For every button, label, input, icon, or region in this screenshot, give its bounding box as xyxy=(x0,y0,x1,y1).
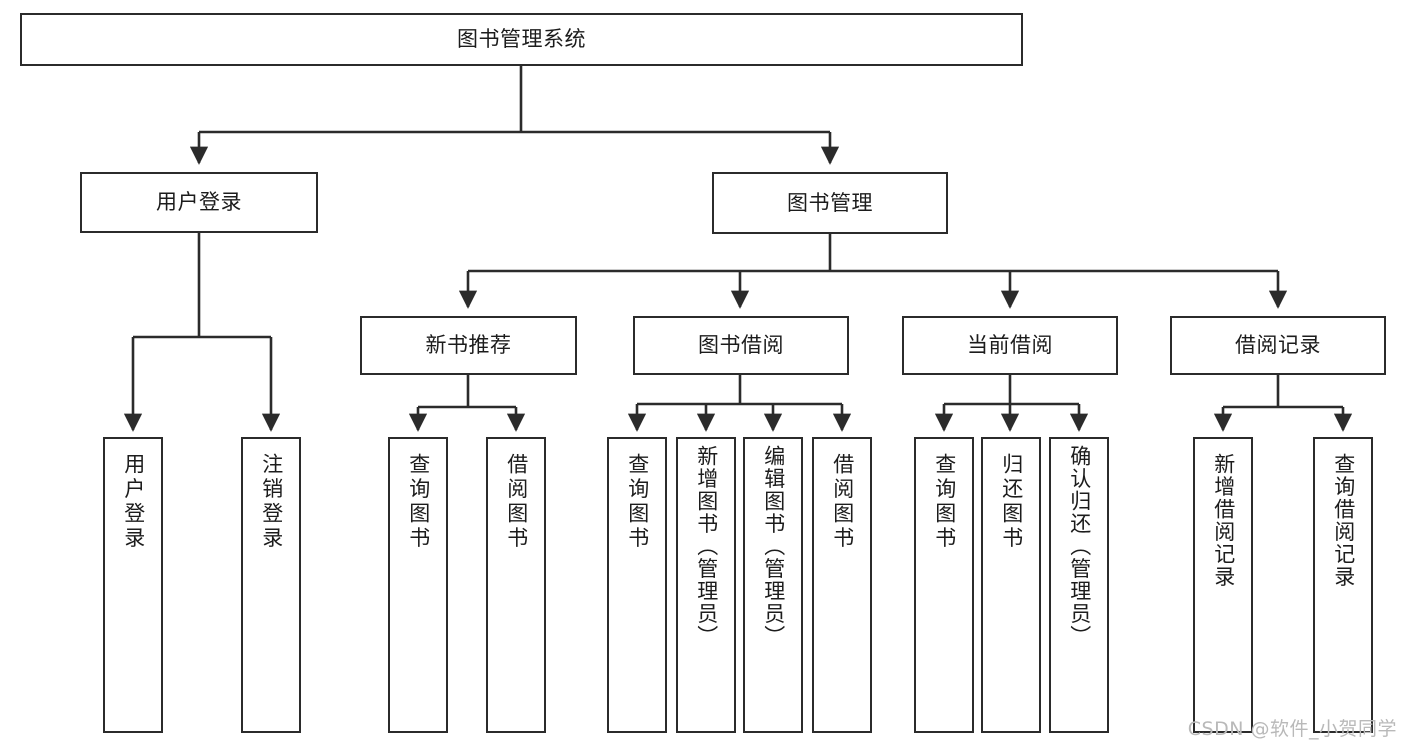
node-leaf-user-login[interactable]: 用户登录 xyxy=(103,437,163,733)
node-leaf-query-book-3-label: 查询图书 xyxy=(932,453,957,551)
node-leaf-logout-label: 注销登录 xyxy=(259,453,284,551)
node-leaf-user-login-label: 用户登录 xyxy=(121,453,146,551)
node-leaf-query-record[interactable]: 查询借阅记录 xyxy=(1313,437,1373,733)
node-leaf-return-book-label: 归还图书 xyxy=(999,453,1024,551)
node-leaf-borrow-book-2-label: 借阅图书 xyxy=(830,453,855,551)
node-root[interactable]: 图书管理系统 xyxy=(20,13,1023,66)
node-book-management[interactable]: 图书管理 xyxy=(712,172,948,234)
node-current-borrow-label: 当前借阅 xyxy=(967,333,1053,358)
node-borrow-record[interactable]: 借阅记录 xyxy=(1170,316,1386,375)
node-leaf-query-record-label: 查询借阅记录 xyxy=(1331,453,1356,588)
node-current-borrow[interactable]: 当前借阅 xyxy=(902,316,1118,375)
node-leaf-edit-book-label: 编辑图书（管理员） xyxy=(761,445,786,648)
node-borrow-record-label: 借阅记录 xyxy=(1235,333,1321,358)
node-leaf-confirm-return-label: 确认归还（管理员） xyxy=(1067,445,1092,648)
node-user-login-label: 用户登录 xyxy=(156,190,242,215)
node-new-book-recommend[interactable]: 新书推荐 xyxy=(360,316,577,375)
node-leaf-edit-book[interactable]: 编辑图书（管理员） xyxy=(743,437,803,733)
node-leaf-borrow-book-2[interactable]: 借阅图书 xyxy=(812,437,872,733)
node-leaf-confirm-return[interactable]: 确认归还（管理员） xyxy=(1049,437,1109,733)
node-leaf-logout[interactable]: 注销登录 xyxy=(241,437,301,733)
node-book-management-label: 图书管理 xyxy=(787,190,873,215)
node-root-label: 图书管理系统 xyxy=(457,27,586,52)
node-leaf-query-book-2-label: 查询图书 xyxy=(625,453,650,551)
node-book-borrow[interactable]: 图书借阅 xyxy=(633,316,849,375)
node-leaf-query-book-3[interactable]: 查询图书 xyxy=(914,437,974,733)
node-new-book-recommend-label: 新书推荐 xyxy=(425,333,512,358)
node-leaf-add-record-label: 新增借阅记录 xyxy=(1211,453,1236,588)
node-leaf-borrow-book-1-label: 借阅图书 xyxy=(504,453,529,551)
node-leaf-query-book-1-label: 查询图书 xyxy=(406,453,431,551)
node-leaf-add-book-label: 新增图书（管理员） xyxy=(694,445,719,648)
node-leaf-borrow-book-1[interactable]: 借阅图书 xyxy=(486,437,546,733)
node-user-login[interactable]: 用户登录 xyxy=(80,172,318,233)
node-leaf-add-book[interactable]: 新增图书（管理员） xyxy=(676,437,736,733)
node-leaf-add-record[interactable]: 新增借阅记录 xyxy=(1193,437,1253,733)
node-leaf-return-book[interactable]: 归还图书 xyxy=(981,437,1041,733)
node-leaf-query-book-1[interactable]: 查询图书 xyxy=(388,437,448,733)
node-book-borrow-label: 图书借阅 xyxy=(698,333,784,358)
watermark-text: CSDN @软件_小贺同学 xyxy=(1187,718,1397,740)
node-leaf-query-book-2[interactable]: 查询图书 xyxy=(607,437,667,733)
